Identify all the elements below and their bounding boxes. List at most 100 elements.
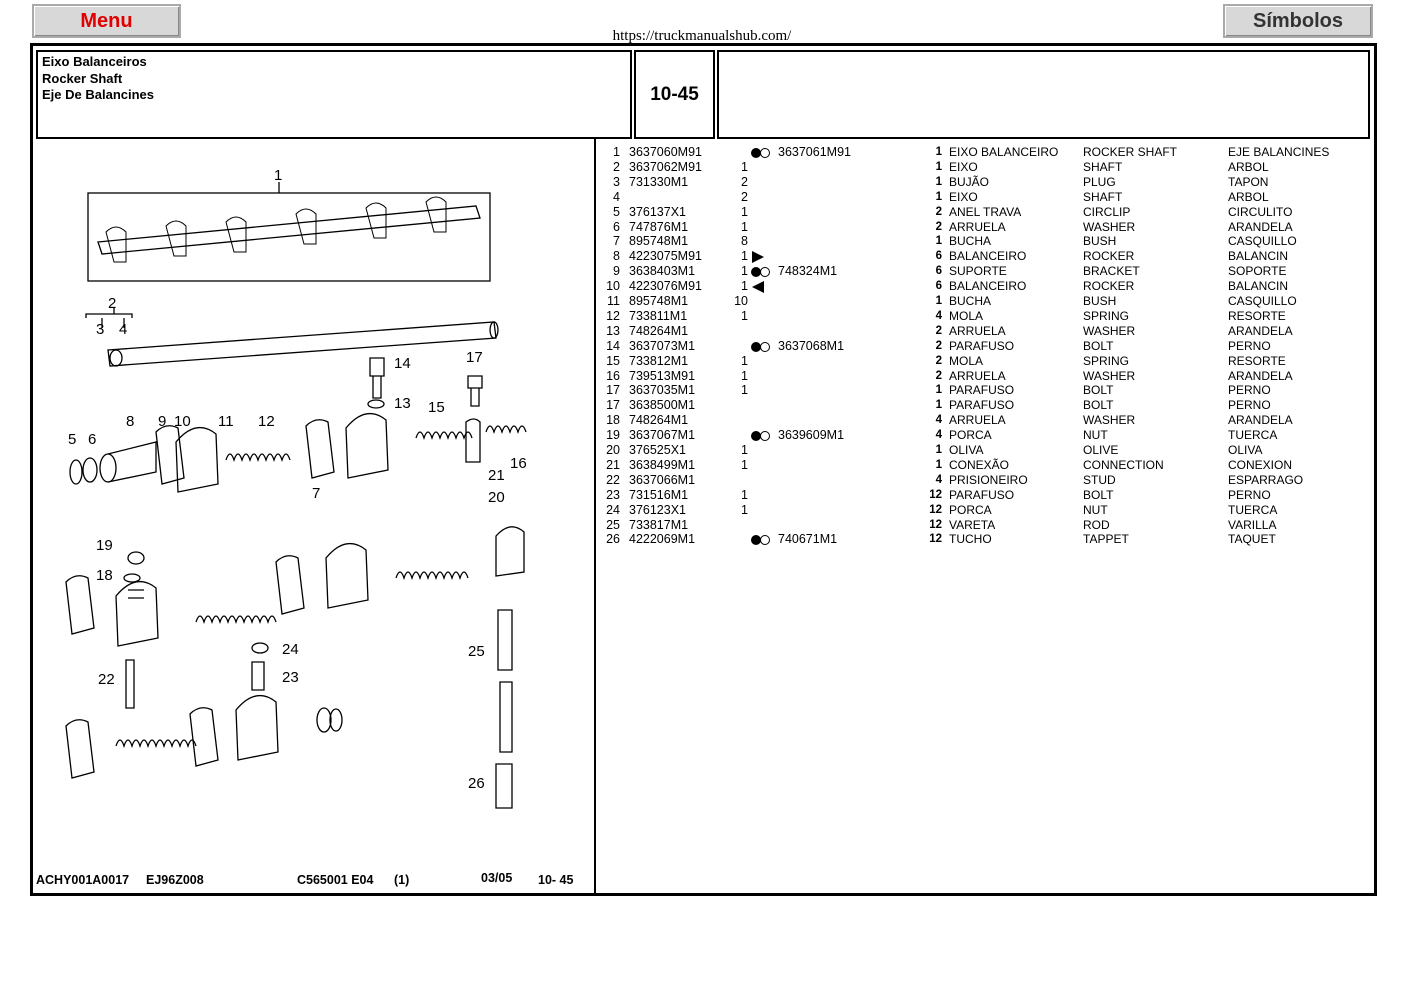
description-en: CIRCLIP [1083,204,1131,219]
diagram-label-6: 6 [88,431,96,448]
title-box: Eixo Balanceiros Rocker Shaft Eje De Bal… [36,50,632,139]
description-en: WASHER [1083,219,1136,234]
quantity: 1 [741,204,748,219]
diagram-label-3: 3 [96,321,104,338]
item-number: 8 [613,249,620,264]
description-es: ARBOL [1228,189,1269,204]
item-number: 19 [606,428,620,443]
quantity-2: 6 [935,280,942,293]
quantity: 1 [741,383,748,398]
footer-page: 10- 45 [538,873,574,887]
quantity-2: 1 [935,399,942,412]
footer-code-1: ACHY001A0017 [36,873,130,887]
description-pt: PORCA [949,502,992,517]
interchangeable-symbol-icon [751,341,770,352]
page-reference-text: 10-45 [650,83,699,105]
description-pt: BALANCEIRO [949,249,1027,264]
description-en: SPRING [1083,353,1130,368]
description-es: ARANDELA [1228,368,1293,383]
description-pt: ARRUELA [949,219,1006,234]
title-pt: Eixo Balanceiros [42,54,147,69]
description-en: NUT [1083,502,1108,517]
quantity: 8 [741,234,748,249]
description-en: CONNECTION [1083,457,1164,472]
quantity-2: 1 [935,384,942,397]
description-es: ARANDELA [1228,219,1293,234]
description-pt: EIXO [949,159,978,174]
footer-code-4: (1) [394,873,410,887]
part-number: 3637035M1 [629,383,696,398]
diagram-label-13: 13 [394,395,411,412]
part-number: 895748M1 [629,234,689,249]
item-number: 22 [606,472,620,487]
description-pt: MOLA [949,308,984,323]
quantity-2: 4 [935,309,942,322]
description-es: OLIVA [1228,443,1263,457]
item-number: 17 [606,398,620,413]
part-number: 4223076M91 [629,279,702,294]
part-number: 748264M1 [629,413,689,428]
item-number: 18 [606,413,620,428]
description-pt: EIXO BALANCEIRO [949,145,1059,159]
description-es: CONEXION [1228,457,1293,472]
part-number: 731516M1 [629,487,689,502]
interchangeable-symbol-icon [751,431,770,442]
diagram-label-18: 18 [96,567,113,584]
part-number: 3637067M1 [629,428,696,443]
source-url[interactable]: https://truckmanualshub.com/ [612,28,792,44]
description-pt: PARAFUSO [949,487,1015,502]
quantity-2: 2 [935,369,942,382]
part-number: 376123X1 [629,502,687,517]
quantity: 1 [741,502,748,517]
interchangeable-symbol-icon [751,267,770,278]
diagram-label-22: 22 [98,671,115,688]
description-es: ESPARRAGO [1228,472,1304,487]
description-pt: MOLA [949,353,984,368]
part-number: 733811M1 [629,308,688,323]
item-number: 12 [606,308,620,323]
description-pt: TUCHO [949,532,992,547]
diagram-label-15: 15 [428,399,445,416]
description-es: BALANCIN [1228,249,1289,264]
description-en: BOLT [1083,383,1114,398]
diagram-label-1: 1 [274,167,282,184]
description-en: BOLT [1083,487,1114,502]
item-number: 2 [613,159,620,174]
quantity-2: 12 [929,503,942,516]
quantity-2: 1 [935,160,942,173]
description-pt: SUPORTE [949,264,1007,279]
description-en: ROCKER [1083,279,1135,294]
description-es: PERNO [1228,398,1271,413]
description-es: VARILLA [1228,517,1277,532]
quantity-2: 12 [929,488,942,501]
quantity: 1 [741,219,748,234]
footer-date: 03/05 [481,871,513,885]
description-es: TAPON [1228,174,1269,189]
diagram-label-7: 7 [312,485,320,502]
quantity: 1 [741,249,748,264]
menu-button[interactable]: Menu [32,4,181,38]
quantity-2: 1 [935,175,942,188]
item-number: 21 [606,457,620,472]
diagram-label-10: 10 [174,413,191,430]
description-en: BOLT [1083,338,1114,353]
symbols-button[interactable]: Símbolos [1223,4,1373,38]
page-reference: 10-45 [634,50,715,139]
alternate-part-number: 748324M1 [778,264,838,279]
description-pt: ARRUELA [949,368,1006,383]
quantity-2: 4 [935,429,942,442]
item-number: 17 [606,383,620,398]
description-pt: EIXO [949,189,978,204]
diagram-label-2: 2 [108,295,116,312]
footer-code-3: C565001 E04 [297,873,374,887]
description-en: ROCKER [1083,249,1135,264]
part-number: 739513M91 [629,368,696,383]
quantity: 1 [741,279,748,294]
part-number: 3638403M1 [629,264,696,279]
description-en: BUSH [1083,294,1117,308]
item-number: 13 [606,323,620,338]
description-es: EJE BALANCINES [1228,145,1330,159]
item-number: 6 [613,219,620,234]
description-pt: BALANCEIRO [949,279,1027,294]
quantity: 1 [741,368,748,383]
